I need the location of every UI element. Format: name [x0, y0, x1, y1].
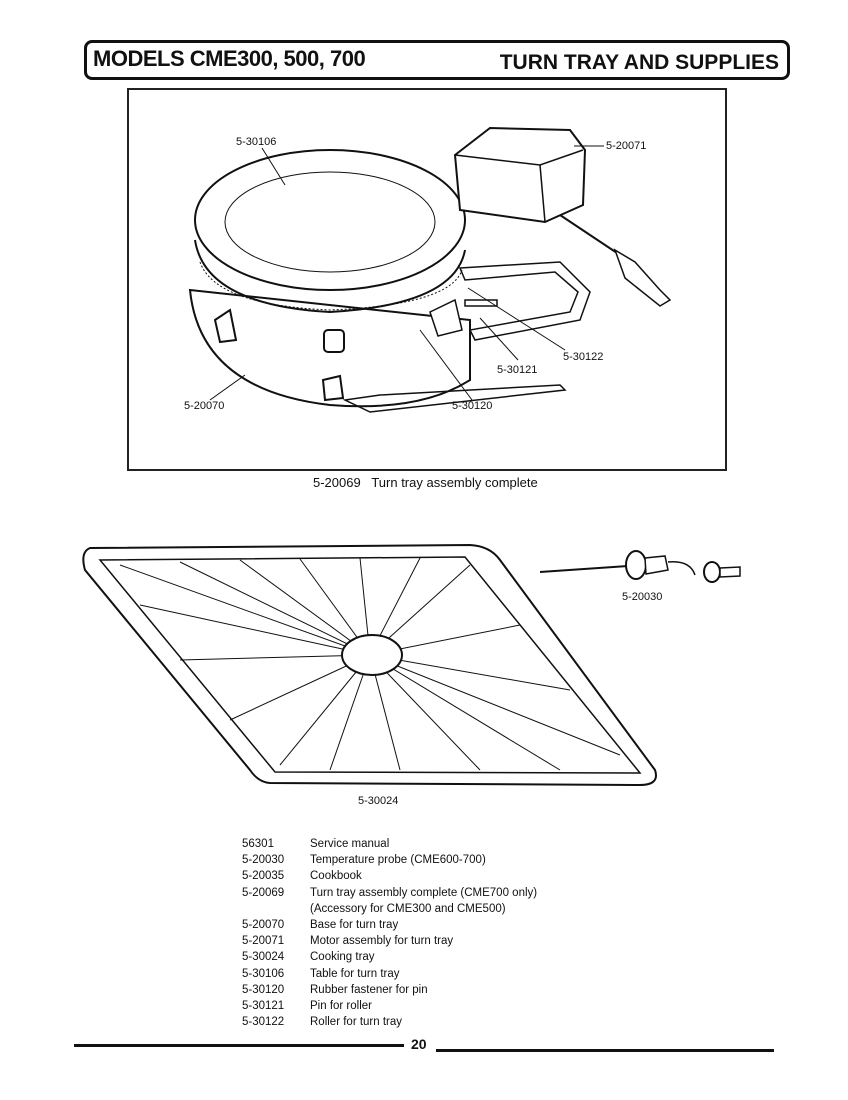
page-number: 20	[411, 1036, 427, 1052]
parts-row: 5-30024 Cooking tray	[242, 949, 537, 965]
part-description: Table for turn tray	[310, 967, 400, 980]
parts-row: 5-20070 Base for turn tray	[242, 917, 537, 933]
part-number: 5-20070	[242, 919, 285, 932]
part-description: Roller for turn tray	[310, 1016, 403, 1029]
part-number: 5-20071	[242, 935, 285, 948]
models-title: MODELS CME300, 500, 700	[93, 46, 366, 71]
part-description: Base for turn tray	[310, 919, 399, 932]
parts-row: 5-30120 Rubber fastener for pin	[242, 982, 537, 998]
parts-row: 5-30106 Table for turn tray	[242, 966, 537, 982]
part-number	[242, 901, 310, 917]
part-number: 5-20035	[242, 870, 285, 883]
part-number: 5-30106	[242, 967, 285, 980]
parts-row: (Accessory for CME300 and CME500)	[242, 901, 537, 917]
part-number: 5-30120	[242, 983, 285, 996]
part-description: Motor assembly for turn tray	[310, 935, 454, 948]
part-number: 5-30122	[242, 1016, 285, 1029]
callout-rubber-fastener: 5-30120	[452, 400, 493, 412]
parts-row: 5-20071 Motor assembly for turn tray	[242, 933, 537, 949]
part-description: Turn tray assembly complete (CME700 only…	[310, 886, 538, 899]
part-description: Cookbook	[310, 870, 362, 883]
part-number: 5-30121	[242, 1000, 285, 1013]
footer-rule-right	[436, 1049, 774, 1052]
footer-rule-left	[74, 1044, 404, 1047]
figure1-caption: 5-20069 Turn tray assembly complete	[313, 475, 538, 490]
part-number: 56301	[242, 838, 274, 850]
part-description: (Accessory for CME300 and CME500)	[310, 902, 506, 915]
parts-row: 56301 Service manual	[242, 836, 537, 852]
part-number: 5-20069	[242, 886, 285, 899]
part-description: Pin for roller	[310, 1000, 372, 1013]
part-description: Rubber fastener for pin	[310, 983, 428, 996]
callout-pin: 5-30121	[497, 364, 538, 376]
callout-motor: 5-20071	[606, 140, 647, 152]
parts-row: 5-30121 Pin for roller	[242, 998, 537, 1014]
section-title: TURN TRAY AND SUPPLIES	[499, 51, 779, 74]
part-number: 5-30024	[242, 951, 285, 964]
callout-base: 5-20070	[184, 400, 225, 412]
page-header: MODELS CME300, 500, 700 TURN TRAY AND SU…	[84, 40, 790, 80]
caption-text: Turn tray assembly complete	[371, 475, 538, 490]
parts-row: 5-20030 Temperature probe (CME600-700)	[242, 852, 537, 868]
callout-table: 5-30106	[236, 136, 277, 148]
parts-row: 5-20035 Cookbook	[242, 868, 537, 884]
turn-tray-figure-frame	[127, 88, 727, 471]
part-description: Service manual	[310, 838, 390, 850]
caption-part-number: 5-20069	[313, 475, 361, 490]
parts-row: 5-30122 Roller for turn tray	[242, 1014, 537, 1030]
callout-roller: 5-30122	[563, 351, 604, 363]
callout-probe: 5-20030	[622, 591, 663, 603]
part-description: Cooking tray	[310, 951, 375, 964]
parts-list: 56301 Service manual 5-20030 Temperature p…	[242, 836, 537, 1030]
part-description: Temperature probe (CME600-700)	[310, 854, 486, 867]
part-number: 5-20030	[242, 854, 285, 867]
callout-cooking-tray: 5-30024	[358, 795, 399, 807]
parts-row: 5-20069 Turn tray assembly complete (CME7…	[242, 885, 537, 901]
